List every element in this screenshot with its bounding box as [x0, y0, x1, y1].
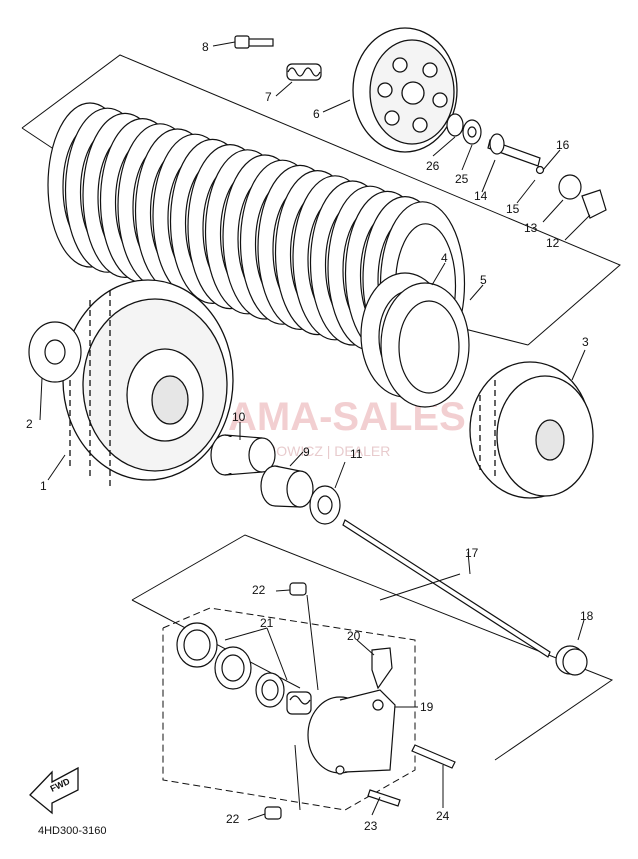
- callout-22-bottom: 22: [226, 812, 240, 826]
- callout-leaders: [39, 41, 591, 821]
- diagram-code: 4HD300-3160: [38, 825, 107, 837]
- long-push-rod: [342, 519, 588, 676]
- callout-5: 5: [480, 273, 487, 287]
- thrust-washer: [28, 321, 82, 383]
- push-rod-parts: [446, 113, 607, 219]
- clutch-housing: [62, 279, 234, 490]
- callout-22-top: 22: [252, 583, 266, 597]
- callout-13: 13: [524, 221, 538, 235]
- callout-21: 21: [260, 616, 274, 630]
- clutch-spring: [286, 63, 322, 81]
- callout-10: 10: [232, 410, 246, 424]
- callout-17: 17: [465, 546, 479, 560]
- callout-14: 14: [474, 189, 488, 203]
- callout-23: 23: [364, 819, 378, 833]
- callout-24: 24: [436, 809, 450, 823]
- callout-1: 1: [40, 479, 47, 493]
- slave-cylinder-group-frame: [162, 607, 416, 811]
- callout-8: 8: [202, 40, 209, 54]
- bolt: [234, 35, 274, 49]
- callout-3: 3: [582, 335, 589, 349]
- pressure-plate: [352, 27, 458, 153]
- callout-12: 12: [546, 236, 560, 250]
- callout-16: 16: [556, 138, 570, 152]
- callout-15: 15: [506, 202, 520, 216]
- callout-4: 4: [441, 251, 448, 265]
- callout-11: 11: [350, 447, 363, 461]
- callout-19: 19: [420, 700, 434, 714]
- callout-18: 18: [580, 609, 594, 623]
- callout-7: 7: [265, 90, 272, 104]
- callout-6: 6: [313, 107, 320, 121]
- clutch-plate-front: [380, 282, 470, 408]
- clutch-plate-stack: [47, 102, 470, 408]
- clutch-boss: [469, 361, 594, 499]
- bearing-spacer-washer: [210, 434, 341, 525]
- clutch-release-cylinder: [176, 582, 456, 820]
- callout-labels: 1 2 3 4 5 6 7 8 9 10 11 12 13 14 15 16 1…: [26, 40, 594, 833]
- fwd-arrow-icon: FWD: [29, 766, 79, 815]
- clutch-plate-front-inner-edge: [398, 300, 460, 394]
- callout-2: 2: [26, 417, 33, 431]
- callout-26: 26: [426, 159, 440, 173]
- callout-9: 9: [303, 445, 310, 459]
- callout-25: 25: [455, 172, 469, 186]
- callout-20: 20: [347, 629, 361, 643]
